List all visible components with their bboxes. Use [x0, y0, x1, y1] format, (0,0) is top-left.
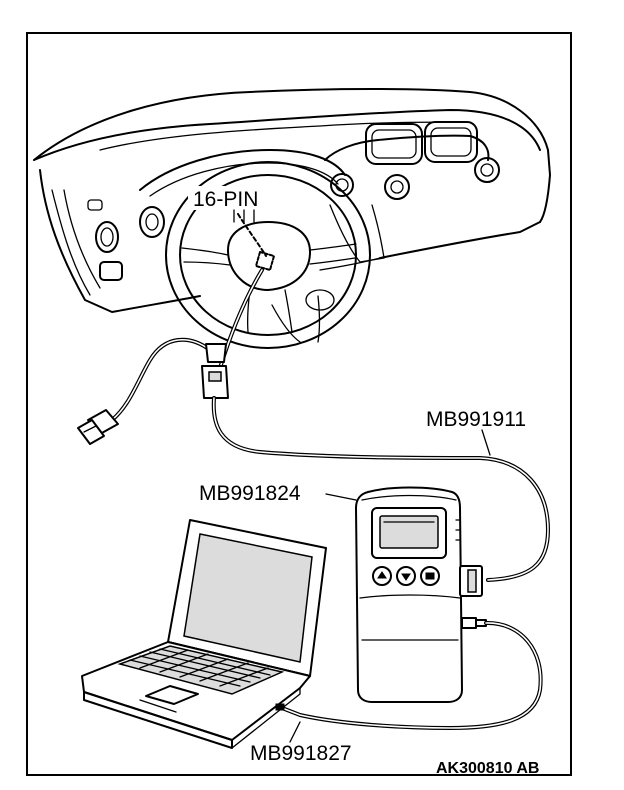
scan-tool-device: MB991824 — [199, 482, 487, 703]
figure-frame — [26, 32, 572, 776]
scan-tool-label: MB991824 — [199, 482, 301, 505]
figure-code: AK300810 AB — [436, 760, 539, 777]
auxiliary-plug — [77, 409, 119, 445]
steering-wheel — [165, 161, 371, 349]
usb-cable-label: MB991827 — [250, 742, 352, 765]
main-cable-label: MB991911 — [426, 408, 526, 431]
dashboard-illustration — [33, 88, 551, 343]
connector-callout: 16-PIN — [188, 186, 275, 271]
laptop-computer — [81, 519, 327, 749]
usb-cable: MB991827 — [250, 620, 543, 765]
connector-label: 16-PIN — [193, 188, 258, 211]
main-harness-cable: MB991911 — [77, 268, 550, 582]
